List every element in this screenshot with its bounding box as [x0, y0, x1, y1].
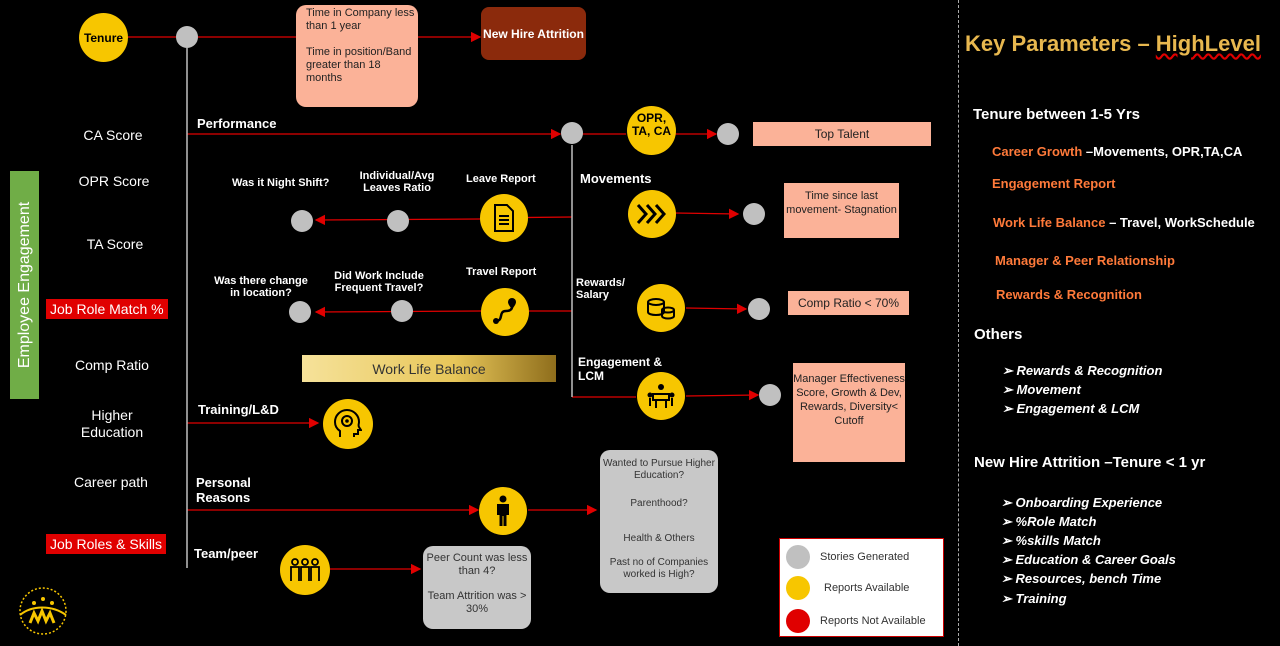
branch-personal: Personal Reasons — [196, 475, 251, 505]
newhire-item-6: ➢ Training — [1001, 591, 1067, 606]
legend-swatch-gray — [786, 545, 810, 569]
connector-lines — [128, 26, 781, 575]
param-manager-peer: Manager & Peer Relationship — [995, 253, 1175, 268]
label-job-roles-skills: Job Roles & Skills — [46, 534, 167, 554]
personal-q-parenthood: Parenthood? — [630, 498, 688, 509]
label-career-path: Career path — [74, 474, 148, 490]
newhire-item-2: ➢ %Role Match — [1001, 514, 1097, 529]
key-parameters-title: Key Parameters – HighLevel — [965, 31, 1261, 56]
coins-icon — [637, 284, 685, 332]
peer-box: Peer Count was less than 4? Team Attriti… — [423, 546, 531, 629]
tenure-node: Tenure — [79, 13, 128, 62]
branch-training: Training/L&D — [198, 402, 279, 417]
document-icon — [480, 194, 528, 242]
leave-report-label: Leave Report — [466, 173, 536, 185]
opr-ta-ca-node: OPR, TA, CA — [627, 106, 676, 155]
rewards-salary-label: Rewards/ Salary — [576, 277, 625, 301]
comp-ratio-box: Comp Ratio < 70% — [788, 291, 909, 315]
legend-label-reports: Reports Available — [824, 582, 910, 594]
param-engagement-report: Engagement Report — [992, 176, 1116, 191]
tenure-heading: Tenure between 1-5 Yrs — [973, 106, 1141, 123]
label-job-role-match: Job Role Match % — [46, 299, 168, 319]
legend-label-not-available: Reports Not Available — [820, 615, 926, 627]
company-logo — [12, 585, 74, 637]
legend: Stories Generated Reports Available Repo… — [779, 538, 944, 637]
legend-swatch-red — [786, 609, 810, 633]
others-item-2: ➢ Movement — [1002, 382, 1081, 397]
peer-q-count: Peer Count was less than 4? — [426, 552, 528, 577]
newhire-item-5: ➢ Resources, bench Time — [1001, 571, 1162, 586]
others-item-3: ➢ Engagement & LCM — [1002, 401, 1140, 416]
personal-q-health: Health & Others — [623, 533, 695, 544]
branch-team: Team/peer — [194, 546, 259, 561]
movement-stagnation-box: Time since last movement- Stagnation — [784, 183, 899, 238]
newhire-item-3: ➢ %skills Match — [1001, 533, 1101, 548]
work-life-balance-banner: Work Life Balance — [302, 355, 556, 382]
label-comp-ratio: Comp Ratio — [75, 357, 149, 373]
newhire-item-1: ➢ Onboarding Experience — [1001, 495, 1163, 510]
location-change-label: Was there change in location? — [214, 275, 308, 299]
param-rewards-recognition: Rewards & Recognition — [996, 287, 1142, 302]
night-shift-label: Was it Night Shift? — [232, 177, 330, 189]
label-ta-score: TA Score — [86, 236, 144, 252]
param-career-growth: Career Growth –Movements, OPR,TA,CA — [992, 144, 1243, 159]
section-divider — [958, 0, 959, 646]
peer-q-attrition: Team Attrition was > 30% — [427, 590, 527, 615]
team-icon — [280, 545, 330, 595]
label-opr-score: OPR Score — [78, 173, 150, 189]
newhire-item-4: ➢ Education & Career Goals — [1001, 552, 1176, 567]
chevrons-icon — [628, 190, 676, 238]
legend-swatch-yellow — [786, 576, 810, 600]
personal-q-companies: Past no of Companies worked is High? — [609, 557, 709, 580]
new-hire-attrition-box: New Hire Attrition — [481, 7, 586, 60]
meeting-icon — [637, 372, 685, 420]
person-icon — [479, 487, 527, 535]
label-higher-education: Higher Education — [80, 407, 144, 440]
manager-effectiveness-box: Manager Effectiveness Score, Growth & De… — [793, 363, 905, 462]
top-talent-box: Top Talent — [753, 122, 931, 146]
personal-reasons-box: Wanted to Pursue Higher Education? Paren… — [600, 450, 718, 593]
new-hire-heading: New Hire Attrition –Tenure < 1 yr — [974, 454, 1206, 471]
movements-label: Movements — [580, 171, 652, 186]
others-heading: Others — [974, 326, 1023, 343]
frequent-travel-label: Did Work Include Frequent Travel? — [334, 270, 424, 294]
param-work-life-balance: Work Life Balance – Travel, WorkSchedule — [993, 215, 1255, 230]
brain-head-icon — [323, 399, 373, 449]
route-icon — [481, 288, 529, 336]
branch-performance: Performance — [197, 116, 277, 131]
label-ca-score: CA Score — [83, 127, 143, 143]
personal-q-education: Wanted to Pursue Higher Education? — [603, 458, 715, 481]
leave-ratio-label: Individual/Avg Leaves Ratio — [359, 170, 435, 194]
legend-label-stories: Stories Generated — [820, 551, 910, 563]
engagement-lcm-label: Engagement & LCM — [578, 355, 663, 383]
travel-report-label: Travel Report — [466, 266, 537, 278]
tenure-criteria-box: Time in Company less than 1 year Time in… — [296, 5, 418, 107]
others-item-1: ➢ Rewards & Recognition — [1002, 363, 1163, 378]
engagement-bar: Employee Engagement — [10, 171, 39, 399]
